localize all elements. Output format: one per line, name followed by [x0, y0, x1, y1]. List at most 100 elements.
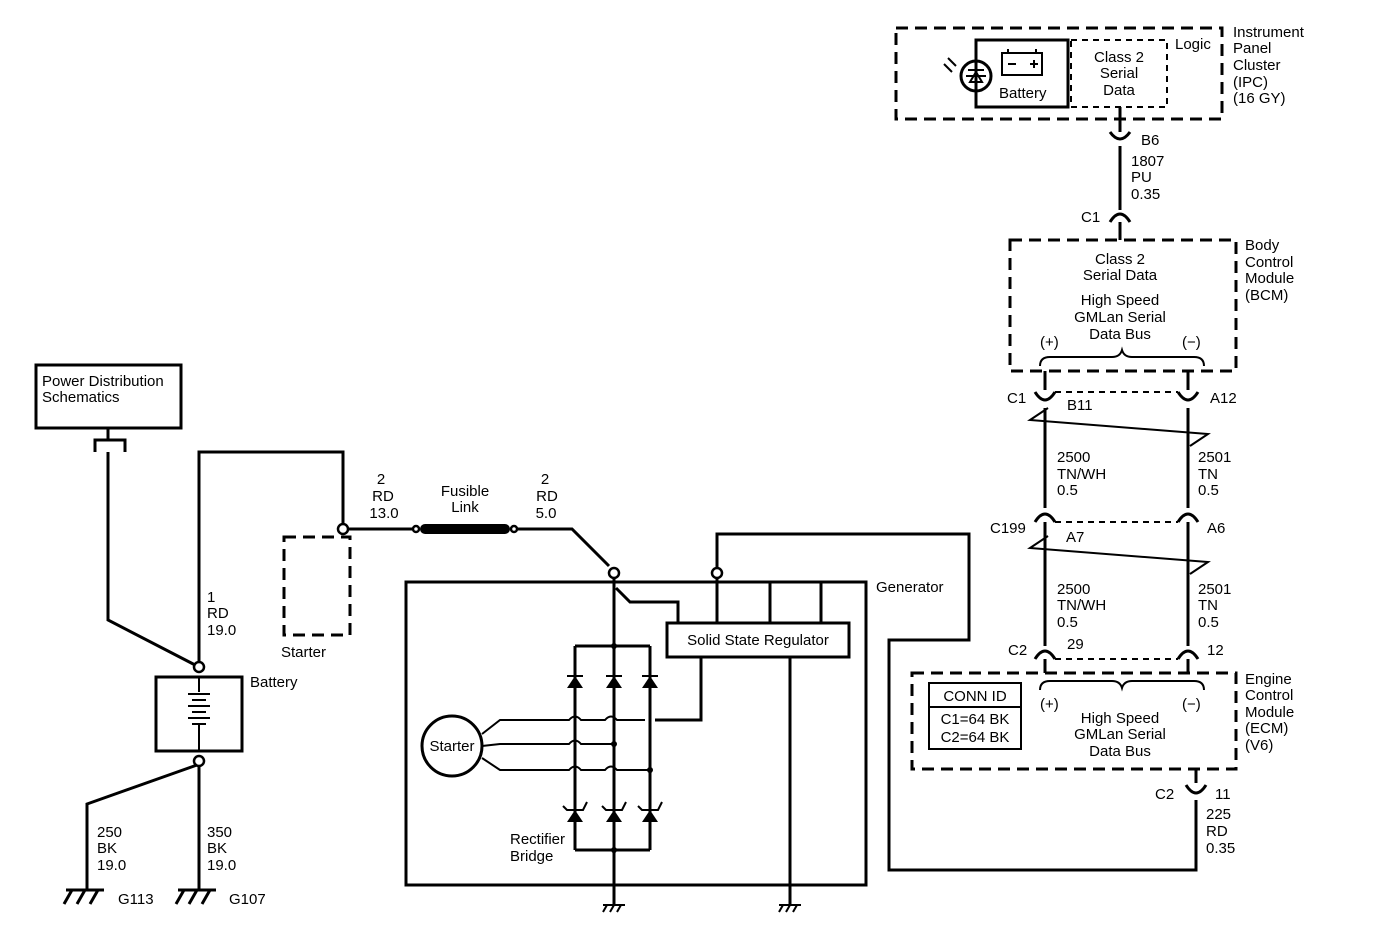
conn-id-title: CONN ID: [943, 688, 1007, 705]
bcm-module: Class 2 Serial Data High Speed GMLan Ser…: [1008, 237, 1294, 373]
generator-l-terminal: [710, 566, 724, 580]
wire-225-line-3: 0.35: [1206, 840, 1235, 857]
indicator-lamp-icon: [943, 57, 993, 93]
rectifier-diodes-lower: [562, 801, 663, 822]
wire-1807-line-2: PU: [1131, 169, 1152, 186]
ecm-gmlan-line-1: High Speed: [1081, 710, 1159, 727]
wire-2501-lower-line-1: 2501: [1198, 581, 1231, 598]
bcm-dashed-border: [1008, 238, 1238, 373]
wire-350-line-2: BK: [207, 840, 227, 857]
bcm-gmlan-line-3: Data Bus: [1089, 326, 1151, 343]
connector-a12-symbol: [1176, 391, 1200, 402]
connector-b11-label: B11: [1067, 397, 1093, 414]
wire-2501-upper-line-3: 0.5: [1198, 482, 1219, 499]
ipc-battery-label: Battery: [999, 85, 1047, 102]
bcm-gmlan-line-1: High Speed: [1081, 292, 1159, 309]
bcm-connector-block: C1 B11 A12 2500 TN/WH 0.5 2501 TN 0.5: [1007, 371, 1237, 508]
wire-2501-upper-line-1: 2501: [1198, 449, 1231, 466]
wire-2-13-line-3: 13.0: [369, 505, 398, 522]
generator-b-terminal: [607, 566, 621, 580]
wire-2-5-line-3: 5.0: [536, 505, 557, 522]
ipc-logic-label: Logic: [1175, 36, 1211, 53]
starter-dashed-box: [282, 535, 352, 637]
twisted-pair-lower: [1027, 535, 1211, 575]
wire-250-line-2: BK: [97, 840, 117, 857]
bcm-gmlan-line-2: GMLan Serial: [1074, 309, 1166, 326]
conn-id-line-2: C2=64 BK: [941, 729, 1010, 746]
ecm-name-line-4: (ECM): [1245, 720, 1288, 737]
connector-a7-label: A7: [1066, 529, 1084, 546]
bcm-name-line-4: (BCM): [1245, 287, 1288, 304]
regulator-box: [665, 621, 851, 659]
starter-terminal: [336, 522, 350, 536]
wire-225-line-1: 225: [1206, 806, 1231, 823]
ipc-class2-line-2: Serial: [1100, 65, 1138, 82]
c199-connector-block: C199 A7 A6 2500 TN/WH 0.5 2501 TN 0.5: [990, 512, 1231, 646]
fusible-link-right-end: [509, 524, 519, 534]
ground-regulator-icon: [778, 904, 801, 913]
bcm-name-line-3: Module: [1245, 270, 1294, 287]
wire-1-line-1: 1: [207, 589, 215, 606]
wire-350-line-3: 19.0: [207, 857, 236, 874]
wire-ipc-to-bcm: B6 1807 PU 0.35 C1: [1081, 107, 1164, 240]
fusible-link: [420, 524, 510, 534]
wire-2500-upper-line-1: 2500: [1057, 449, 1090, 466]
battery-icon: [1001, 49, 1043, 76]
connector-a6-label: A6: [1207, 520, 1225, 537]
connector-c2-pin11-conn: C2: [1155, 786, 1174, 803]
generator-box: [404, 580, 868, 887]
ecm-dashed-border: [910, 671, 1238, 771]
wire-2501-lower-line-2: TN: [1198, 597, 1218, 614]
ground-g113-icon: [62, 888, 104, 905]
wire-2501-upper-line-2: TN: [1198, 466, 1218, 483]
connector-c1-label: C1: [1081, 209, 1100, 226]
connector-pin12-symbol: [1176, 649, 1200, 660]
starter-label: Starter: [281, 644, 326, 661]
conn-id-line-1: C1=64 BK: [941, 711, 1010, 728]
wire-1807-line-1: 1807: [1131, 153, 1164, 170]
bcm-minus-label: (−): [1182, 334, 1201, 351]
ipc-name-line-3: Cluster: [1233, 57, 1281, 74]
generator-label: Generator: [876, 579, 944, 596]
wire-2500-upper-line-3: 0.5: [1057, 482, 1078, 499]
ecm-name-line-2: Control: [1245, 687, 1293, 704]
connector-b11-symbol: [1033, 391, 1057, 402]
ecm-name-line-3: Module: [1245, 704, 1294, 721]
ipc-name-line-5: (16 GY): [1233, 90, 1286, 107]
wire-2500-lower-line-1: 2500: [1057, 581, 1090, 598]
ground-g107-label: G107: [229, 891, 266, 908]
ground-g107-icon: [174, 888, 216, 905]
ipc-name-line-1: Instrument: [1233, 24, 1305, 41]
ecm-name-line-5: (V6): [1245, 737, 1273, 754]
ipc-class2-line-3: Data: [1103, 82, 1135, 99]
fusible-link-left-end: [411, 524, 421, 534]
wire-2-5-line-1: 2: [541, 471, 549, 488]
connector-c199-label: C199: [990, 520, 1026, 537]
bcm-bus-brace: [1039, 346, 1205, 367]
wire-ecm-to-generator: C2 11 225 RD 0.35: [715, 532, 1235, 872]
battery-label: Battery: [250, 674, 298, 691]
bcm-class2-line-1: Class 2: [1095, 251, 1145, 268]
connector-a6-symbol: [1176, 512, 1200, 523]
bcm-name-line-2: Control: [1245, 254, 1293, 271]
wire-2-13-line-1: 2: [377, 471, 385, 488]
bcm-plus-label: (+): [1040, 334, 1059, 351]
connector-c199-left-symbol: [1033, 512, 1057, 523]
fusible-link-line-1: Fusible: [441, 483, 489, 500]
battery-cells-icon: [188, 677, 210, 751]
connector-c1-bcm-label: C1: [1007, 390, 1026, 407]
connector-pin11-label: 11: [1215, 786, 1231, 803]
ipc-module: Battery Class 2 Serial Data Logic Instru…: [894, 24, 1305, 121]
ground-rectifier-icon: [602, 904, 625, 913]
conn-id-box: [928, 682, 1022, 750]
rectifier-line-1: Rectifier: [510, 831, 565, 848]
ecm-plus-label: (+): [1040, 696, 1059, 713]
pd-connector-symbol: [93, 428, 127, 452]
power-distribution-line-1: Power Distribution: [42, 373, 164, 390]
generator: Generator Solid State Regulator Starter: [404, 566, 944, 913]
bcm-name-line-1: Body: [1245, 237, 1280, 254]
wire-350-line-1: 350: [207, 824, 232, 841]
ipc-name-line-2: Panel: [1233, 40, 1271, 57]
connector-b6-symbol: [1108, 131, 1132, 141]
ecm-gmlan-line-2: GMLan Serial: [1074, 726, 1166, 743]
